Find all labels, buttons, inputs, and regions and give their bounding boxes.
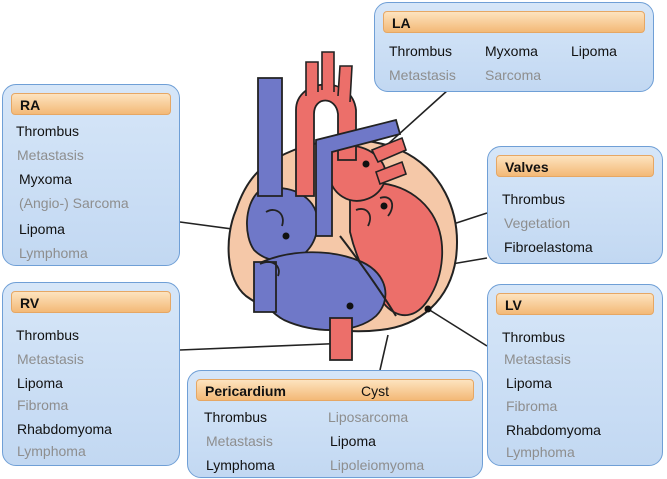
rv-item: Lipoma [17, 375, 63, 391]
box-pericardium: Pericardium Cyst Thrombus Liposarcoma Me… [187, 370, 483, 478]
rv-item: Fibroma [17, 397, 69, 413]
pericardium-header-cyst: Cyst [361, 383, 389, 399]
valves-item: Thrombus [502, 191, 566, 207]
pericardium-item: Metastasis [206, 433, 273, 449]
box-pericardium-header: Pericardium Cyst [196, 379, 474, 401]
target-dot-la [362, 160, 370, 168]
leader-line-lv [427, 308, 488, 347]
ra-item: (Angio-) Sarcoma [19, 195, 129, 211]
target-dot-valves [380, 202, 388, 210]
box-la: LA Thrombus Myxoma Lipoma Metastasis Sar… [374, 2, 654, 92]
valves-item: Fibroelastoma [504, 239, 593, 255]
pericardium-item: Lipoleiomyoma [330, 457, 425, 473]
tricuspid-valve-shape [259, 209, 284, 277]
lv-item: Lipoma [506, 375, 552, 391]
pulmonary-artery-shape [315, 118, 402, 237]
la-item: Thrombus [389, 43, 453, 59]
lv-item: Metastasis [504, 351, 571, 367]
ra-item: Metastasis [17, 147, 84, 163]
la-item: Metastasis [389, 67, 456, 83]
aortic-arch-shape [295, 83, 357, 197]
target-dot-rv [346, 302, 354, 310]
septum-shape [339, 235, 397, 317]
la-item: Lipoma [571, 43, 617, 59]
inferior-vena-cava-shape [253, 261, 277, 313]
mitral-valve-shape [355, 196, 394, 227]
leader-line-pericardium [379, 334, 389, 371]
pericardium-item: Lymphoma [206, 457, 275, 473]
rv-item: Thrombus [16, 327, 80, 343]
rv-item: Lymphoma [17, 443, 86, 459]
lv-item: Fibroma [506, 398, 558, 414]
rv-item: Metastasis [17, 351, 84, 367]
box-pericardium-title: Pericardium [205, 383, 286, 399]
box-valves: Valves Thrombus Vegetation Fibroelastoma [487, 146, 663, 264]
box-rv: RV Thrombus Metastasis Lipoma Fibroma Rh… [2, 282, 180, 466]
superior-vena-cava-shape [257, 77, 283, 197]
pericardium-item: Liposarcoma [328, 409, 409, 425]
la-item: Myxoma [485, 43, 538, 59]
box-ra-title: RA [11, 93, 171, 115]
descending-aorta-shape [329, 317, 353, 361]
leader-line-rv [179, 342, 351, 351]
target-dot-lv [424, 305, 432, 313]
box-valves-title: Valves [496, 155, 654, 177]
lv-item: Lymphoma [506, 444, 575, 460]
box-rv-title: RV [11, 291, 171, 313]
box-la-title: LA [383, 11, 645, 33]
box-ra: RA Thrombus Metastasis Myxoma (Angio-) S… [2, 84, 180, 266]
aortic-branches-shape [305, 51, 353, 103]
pericardium-item: Thrombus [204, 409, 268, 425]
target-dot-ra [282, 232, 290, 240]
la-item: Sarcoma [485, 67, 542, 83]
right-ventricle-shape [257, 251, 387, 331]
lv-item: Thrombus [502, 329, 566, 345]
ra-item: Thrombus [16, 123, 80, 139]
lv-item: Rhabdomyoma [506, 422, 601, 438]
ra-item: Lipoma [19, 221, 65, 237]
rv-item: Rhabdomyoma [17, 421, 112, 437]
pericardium-item: Lipoma [330, 433, 376, 449]
box-lv: LV Thrombus Metastasis Lipoma Fibroma Rh… [487, 284, 663, 466]
valves-item: Vegetation [504, 215, 571, 231]
ra-item: Myxoma [19, 171, 72, 187]
ra-item: Lymphoma [19, 245, 88, 261]
pulmonary-veins-shape [370, 136, 408, 186]
box-lv-title: LV [496, 293, 654, 315]
